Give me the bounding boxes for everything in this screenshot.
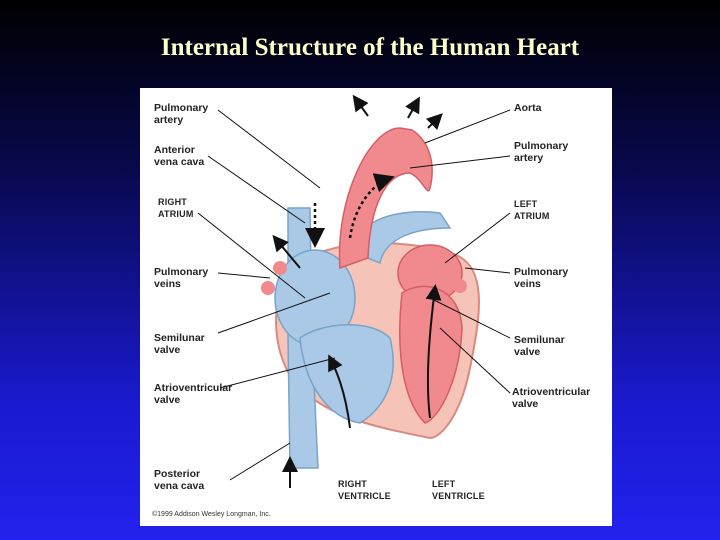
copyright-text: ©1999 Addison Wesley Longman, Inc. — [152, 511, 271, 518]
label-pulmonary-artery-left: Pulmonary artery — [154, 102, 209, 126]
label-semilunar-valve-left: Semilunar valve — [154, 332, 205, 356]
label-right-ventricle: RIGHT VENTRICLE — [338, 479, 391, 501]
right-ventricle-shape — [299, 324, 394, 424]
label-left-atrium: LEFT ATRIUM — [514, 199, 550, 221]
label-pulmonary-artery-right: Pulmonary artery — [514, 140, 569, 164]
label-av-valve-right: Atrioventricular valve — [512, 386, 591, 410]
label-anterior-vena-cava: Anterior vena cava — [154, 144, 205, 168]
heart-illustration — [197, 94, 511, 488]
label-right-atrium: RIGHT ATRIUM — [158, 197, 194, 219]
slide-title: Internal Structure of the Human Heart — [160, 34, 580, 61]
label-pulmonary-veins-right: Pulmonary veins — [514, 266, 569, 290]
label-aorta: Aorta — [514, 102, 542, 114]
label-pulmonary-veins-left: Pulmonary veins — [154, 266, 209, 290]
heart-diagram: Pulmonary artery Anterior vena cava RIGH… — [140, 88, 612, 526]
label-posterior-vena-cava: Posterior vena cava — [154, 468, 205, 492]
label-left-ventricle: LEFT VENTRICLE — [432, 479, 485, 501]
label-av-valve-left: Atrioventricular valve — [154, 382, 233, 406]
label-semilunar-valve-right: Semilunar valve — [514, 334, 565, 358]
